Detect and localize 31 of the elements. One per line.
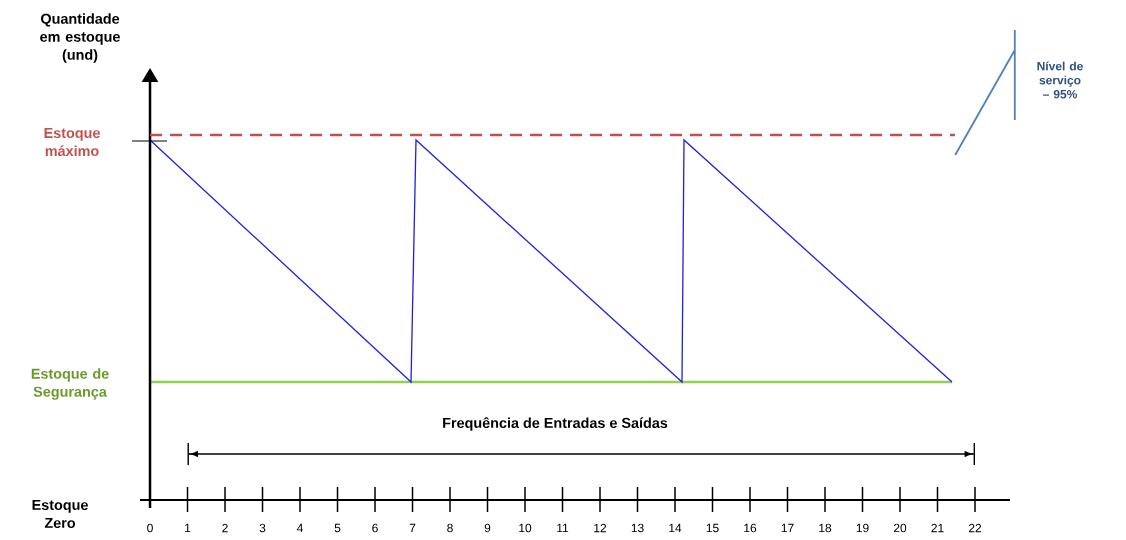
tick-label: 10 xyxy=(519,523,532,533)
level-label: Estoque de Segurança xyxy=(31,368,109,400)
tick-label: 19 xyxy=(856,523,869,533)
tick-label: 9 xyxy=(484,523,491,533)
tick-label: 0 xyxy=(147,523,153,533)
level-label: Estoque máximo xyxy=(44,127,100,156)
tick-label: 18 xyxy=(819,523,832,533)
tick-label: 7 xyxy=(409,523,416,533)
tick-label: 22 xyxy=(968,523,982,533)
tick-label: 17 xyxy=(781,523,794,533)
tick-label: 16 xyxy=(744,523,757,533)
tick-label: 15 xyxy=(706,523,719,533)
tick-label: 14 xyxy=(669,523,682,533)
tick-label: 6 xyxy=(372,523,378,533)
leader-line xyxy=(954,29,1016,156)
max-level-line xyxy=(150,133,955,137)
axis-title: Quantidade em estoque (und) xyxy=(40,13,120,63)
tick-label: 13 xyxy=(631,523,644,533)
tick-label: 4 xyxy=(296,523,303,533)
dimension-label: Frequência de Entradas e Saídas xyxy=(443,417,668,431)
tick-label: 21 xyxy=(931,523,944,533)
tick-label: 8 xyxy=(447,523,453,533)
tick-label: 3 xyxy=(259,523,266,533)
tick-label: 1 xyxy=(185,523,191,533)
level-label: Estoque Zero xyxy=(32,499,88,528)
tick-label: 2 xyxy=(222,523,228,533)
tick-label: 20 xyxy=(893,523,907,533)
callout-text: Nível de serviço – 95% xyxy=(1037,61,1083,99)
tick-label: 5 xyxy=(334,523,341,533)
tick-label: 11 xyxy=(557,523,569,533)
tick-label: 12 xyxy=(594,523,607,533)
